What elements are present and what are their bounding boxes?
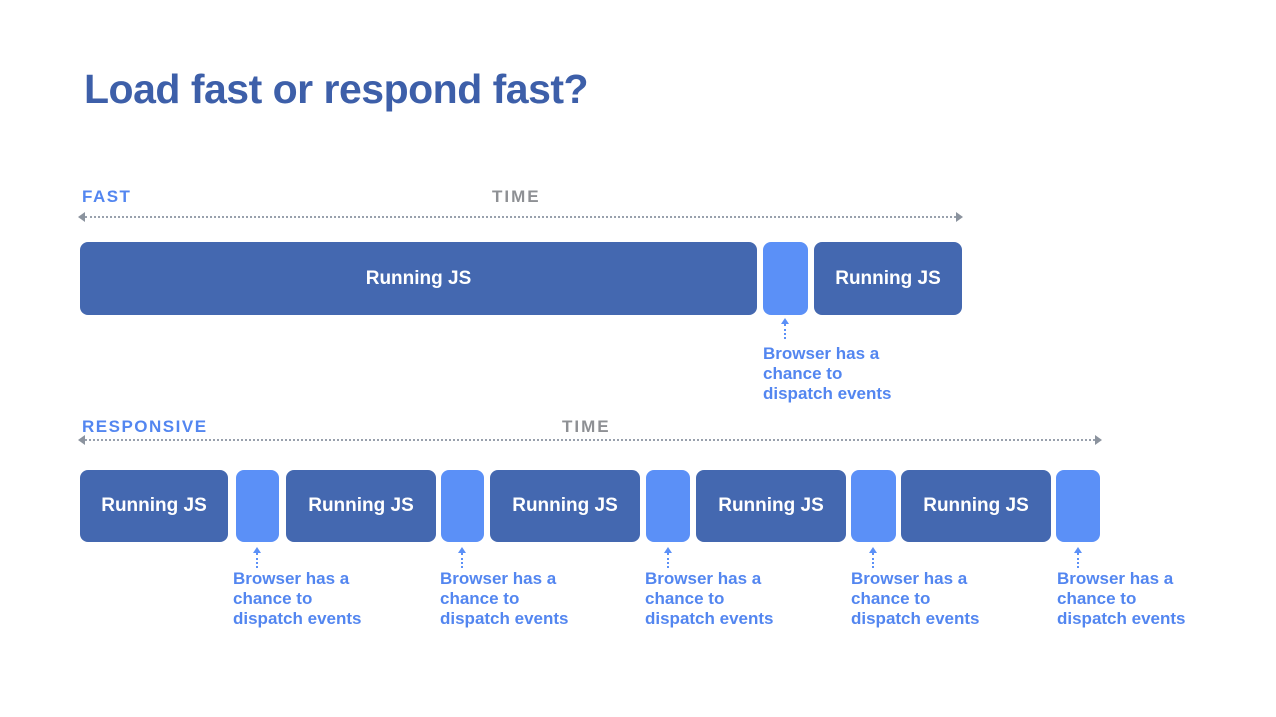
dispatch-up-arrow-icon xyxy=(1073,547,1083,568)
dispatch-note: Browser has a chance to dispatch events xyxy=(233,569,362,628)
running-js-block: Running JS xyxy=(696,470,846,542)
dispatch-up-arrow-icon xyxy=(457,547,467,568)
page-title: Load fast or respond fast? xyxy=(84,66,589,112)
dispatch-note: Browser has a chance to dispatch events xyxy=(440,569,569,628)
running-js-block: Running JS xyxy=(286,470,436,542)
axis-dotted-line xyxy=(85,216,956,218)
browser-gap-block xyxy=(236,470,279,542)
fast-section-label: FAST xyxy=(82,187,132,206)
axis-arrow-right-icon xyxy=(956,212,963,222)
running-js-label: Running JS xyxy=(365,267,472,289)
running-js-block: Running JS xyxy=(814,242,962,315)
browser-gap-block xyxy=(763,242,808,315)
dispatch-up-arrow-icon xyxy=(663,547,673,568)
axis-arrow-left-icon xyxy=(78,435,85,445)
dispatch-note: Browser has a chance to dispatch events xyxy=(763,344,892,403)
responsive-section-label: RESPONSIVE xyxy=(82,417,208,436)
dispatch-up-arrow-icon xyxy=(868,547,878,568)
browser-gap-block xyxy=(646,470,690,542)
fast-time-label: TIME xyxy=(492,187,541,206)
running-js-block: Running JS xyxy=(901,470,1051,542)
dispatch-up-arrow-icon xyxy=(780,318,790,339)
axis-dotted-line xyxy=(85,439,1095,441)
responsive-time-label: TIME xyxy=(562,417,611,436)
axis-arrow-left-icon xyxy=(78,212,85,222)
running-js-block: Running JS xyxy=(490,470,640,542)
browser-gap-block xyxy=(851,470,896,542)
running-js-block: Running JS xyxy=(80,242,757,315)
dispatch-up-arrow-icon xyxy=(252,547,262,568)
running-js-label: Running JS xyxy=(718,495,824,516)
dispatch-note: Browser has a chance to dispatch events xyxy=(645,569,774,628)
running-js-label: Running JS xyxy=(308,495,414,516)
dispatch-note: Browser has a chance to dispatch events xyxy=(851,569,980,628)
browser-gap-block xyxy=(441,470,484,542)
responsive-time-axis xyxy=(78,434,1102,446)
browser-gap-block xyxy=(1056,470,1100,542)
running-js-label: Running JS xyxy=(835,267,941,289)
running-js-label: Running JS xyxy=(923,495,1029,516)
dispatch-note: Browser has a chance to dispatch events xyxy=(1057,569,1186,628)
axis-arrow-right-icon xyxy=(1095,435,1102,445)
running-js-label: Running JS xyxy=(101,495,207,516)
running-js-block: Running JS xyxy=(80,470,228,542)
running-js-label: Running JS xyxy=(512,495,618,516)
fast-time-axis xyxy=(78,211,963,223)
